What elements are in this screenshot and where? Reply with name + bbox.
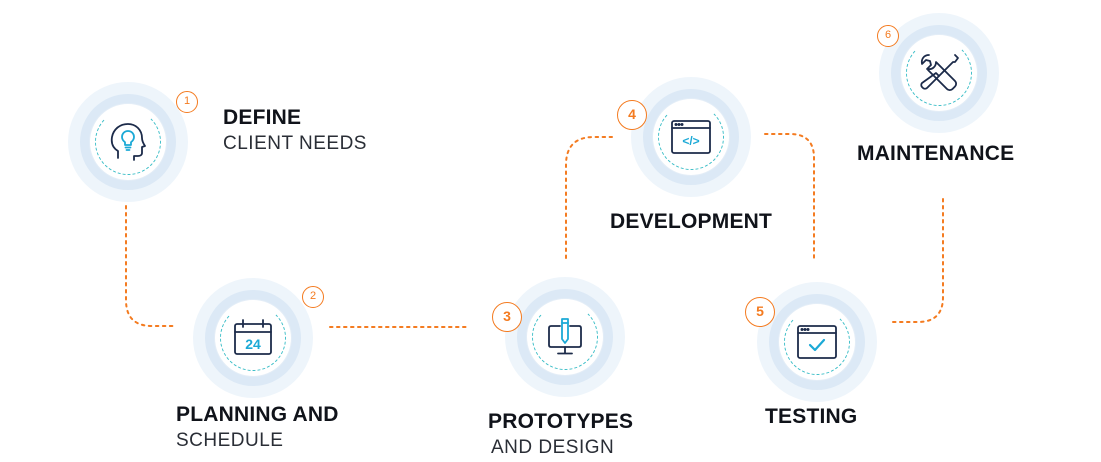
step-3-title: PROTOTYPES	[488, 410, 634, 433]
calendar-icon: 24	[234, 319, 272, 355]
checkmark-window-icon	[797, 325, 837, 359]
step-3-number-badge: 3	[492, 302, 522, 332]
step-2-number-badge: 2	[302, 286, 324, 308]
connector-4-5	[764, 133, 815, 259]
connector-5-6	[892, 197, 944, 323]
step-2-node: 24	[193, 278, 313, 398]
step-4-node: </>	[631, 77, 751, 197]
step-1-title: DEFINE	[223, 106, 302, 129]
step-6-number-badge: 6	[877, 25, 899, 47]
step-4-number-badge: 4	[617, 100, 647, 130]
step-3-node	[505, 277, 625, 397]
wrench-screwdriver-icon	[920, 54, 959, 92]
step-5-title: TESTING	[765, 405, 858, 428]
step-3-subtitle: AND DESIGN	[491, 437, 615, 458]
code-symbol-text: </>	[682, 134, 699, 148]
step-2-subtitle: SCHEDULE	[176, 430, 284, 451]
calendar-day-text: 24	[245, 336, 261, 352]
monitor-pencil-icon	[548, 318, 582, 355]
step-1-subtitle: CLIENT NEEDS	[223, 133, 367, 154]
code-window-icon: </>	[671, 120, 711, 154]
connector-1-2	[125, 205, 177, 327]
connector-3-4	[565, 136, 613, 259]
step-4-title: DEVELOPMENT	[610, 210, 773, 233]
step-6-title: MAINTENANCE	[857, 142, 1015, 165]
step-6-node	[879, 13, 999, 133]
step-1-node	[68, 82, 188, 202]
lightbulb-head-icon	[110, 123, 146, 161]
step-5-number-badge: 5	[745, 297, 775, 327]
step-1-number-badge: 1	[176, 91, 198, 113]
step-2-title: PLANNING AND	[176, 403, 339, 426]
step-5-node	[757, 282, 877, 402]
